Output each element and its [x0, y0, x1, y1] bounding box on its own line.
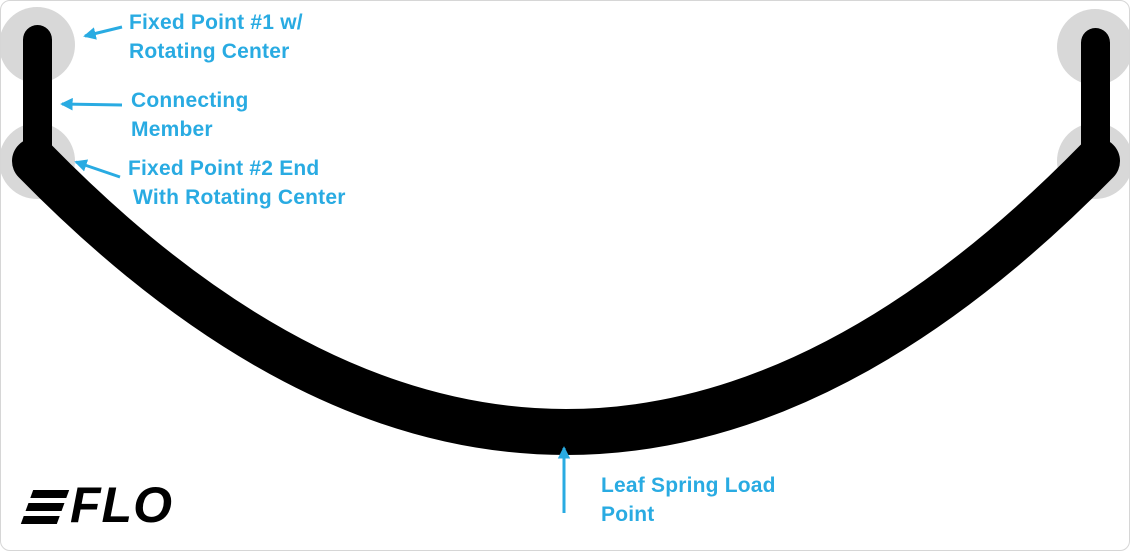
- label-connecting-member-line1: Connecting: [131, 89, 249, 112]
- flo-logo-speed-lines-icon: [20, 490, 70, 524]
- flo-logo-text: FLO: [70, 477, 173, 533]
- label-connecting-member: Connecting Member: [131, 86, 249, 144]
- label-fixed-point-2-line1: Fixed Point #2 End: [128, 157, 320, 180]
- label-load-point-line2: Point: [601, 503, 655, 526]
- leaf-spring: [12, 138, 1120, 455]
- label-load-point: Leaf Spring Load Point: [601, 471, 776, 529]
- arrow-connecting-member: [60, 97, 123, 111]
- label-load-point-line1: Leaf Spring Load: [601, 474, 776, 497]
- label-connecting-member-line2: Member: [131, 118, 213, 141]
- flo-logo: FLO: [20, 477, 173, 533]
- label-fixed-point-1-line2: Rotating Center: [129, 40, 290, 63]
- label-fixed-point-2: Fixed Point #2 End With Rotating Center: [128, 154, 346, 212]
- connecting-member-right: [1081, 28, 1110, 186]
- connecting-member-left: [23, 25, 52, 186]
- label-fixed-point-1: Fixed Point #1 w/ Rotating Center: [129, 8, 303, 66]
- arrow-fixed-point-2: [74, 159, 121, 179]
- arrow-fixed-point-1: [83, 25, 123, 40]
- label-fixed-point-1-line1: Fixed Point #1 w/: [129, 11, 303, 34]
- label-fixed-point-2-line2: With Rotating Center: [133, 186, 346, 209]
